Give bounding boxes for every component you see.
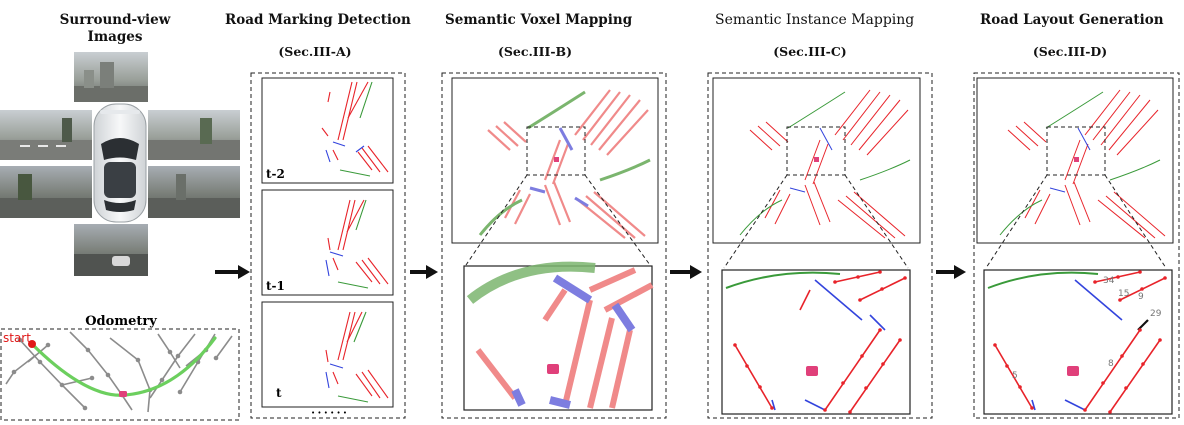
detection-frames: [261, 77, 394, 408]
stage-section-road-marking-detection: (Sec.III-A): [278, 44, 352, 59]
instance-mapping-panel: [707, 72, 933, 419]
voxel-zoomed-markings: [466, 261, 654, 409]
instance-focus-box: [786, 126, 846, 176]
arrow-to-voxel: [410, 265, 438, 279]
stage-arrows: [215, 265, 966, 279]
instance-id-34: 34: [1103, 276, 1115, 286]
surround-view-title-line1: Surround-view: [59, 12, 171, 28]
frame-t-1-markings: [325, 199, 389, 289]
arrow-to-instance: [670, 265, 702, 279]
stage-title-semantic-voxel-mapping: Semantic Voxel Mapping: [445, 12, 633, 28]
road-marking-panel: [250, 72, 406, 419]
voxel-zoom-line-right: [584, 174, 651, 266]
stage-section-semantic-voxel-mapping: (Sec.III-B): [497, 44, 573, 59]
camera-image-front: [74, 52, 148, 102]
ego-car-image: [93, 103, 147, 223]
arrow-to-layout: [936, 265, 966, 279]
detection-frame-t-1: [261, 189, 394, 296]
instance-zoomed-map: [721, 269, 911, 415]
layout-global-ego: [1074, 157, 1079, 162]
stage-title-semantic-instance-mapping: Semantic Instance Mapping: [715, 12, 915, 28]
stage-title-road-layout-generation: Road Layout Generation: [980, 12, 1164, 28]
start-point: [28, 340, 36, 348]
stage-section-road-layout-generation: (Sec.III-D): [1032, 44, 1108, 59]
odometry-ego-trajectory: [30, 336, 217, 397]
layout-zoomed-markings: [987, 271, 1166, 413]
voxel-focus-box: [526, 126, 586, 176]
layout-zoomed-ego: [1067, 366, 1079, 376]
odometry-title: Odometry: [85, 314, 157, 329]
stage-title-road-marking-detection: Road Marking Detection: [225, 12, 411, 28]
instance-id-8: 8: [1108, 359, 1114, 369]
camera-image-rear-right: [148, 166, 240, 218]
instance-id-labels: 34 15 9 29 8 5: [1012, 276, 1162, 381]
arrow-to-detection: [215, 265, 250, 279]
odometry-gray-tracks: [5, 331, 233, 413]
start-label: start: [3, 331, 31, 345]
frame-label-t: t: [276, 386, 282, 400]
layout-zoomed-nodes: [993, 270, 1167, 414]
layout-zoomed-map: [983, 269, 1173, 415]
surround-view-title-line2: Images: [87, 29, 143, 45]
instance-zoom-line-right: [844, 174, 909, 269]
odometry-panel: [0, 328, 240, 421]
frame-ellipsis: • • • • • •: [311, 409, 347, 417]
voxel-global-ego: [554, 157, 559, 162]
instance-id-5: 5: [1012, 371, 1018, 381]
detection-markings: [321, 81, 389, 403]
voxel-zoomed-ego: [547, 364, 559, 374]
voxel-global-markings: [478, 89, 651, 239]
frame-label-t-2: t-2: [266, 167, 285, 181]
instance-global-ego: [814, 157, 819, 162]
instance-id-29: 29: [1150, 309, 1162, 319]
detection-frame-t: [261, 301, 394, 408]
instance-global-markings: [739, 89, 911, 239]
instance-zoomed-nodes: [733, 270, 907, 414]
surround-view-images: [0, 52, 240, 276]
instance-zoomed-ego: [806, 366, 818, 376]
layout-zoom-line-right: [1104, 174, 1167, 269]
layout-focus-box: [1046, 126, 1106, 176]
instance-id-15: 15: [1118, 289, 1129, 299]
surround-view-title: Surround-view Images: [40, 12, 190, 46]
frame-label-t-1: t-1: [266, 279, 285, 293]
instance-zoom-line-left: [723, 174, 788, 269]
layout-zoom-line-left: [985, 174, 1048, 269]
voxel-mapping-panel: [441, 72, 667, 419]
camera-image-rear-left: [0, 166, 92, 218]
camera-image-front-right: [148, 110, 240, 160]
frame-t-2-markings: [321, 81, 389, 177]
frame-t-markings: [325, 311, 389, 403]
stage-section-semantic-instance-mapping: (Sec.III-C): [773, 44, 847, 59]
layout-global-markings: [999, 89, 1166, 239]
layout-generation-panel: [973, 72, 1180, 419]
detection-frame-t-2: [261, 77, 394, 184]
odometry-ego-vehicle: [119, 391, 127, 397]
camera-image-rear: [74, 224, 148, 276]
camera-image-front-left: [0, 110, 92, 160]
instance-id-9: 9: [1138, 292, 1144, 302]
